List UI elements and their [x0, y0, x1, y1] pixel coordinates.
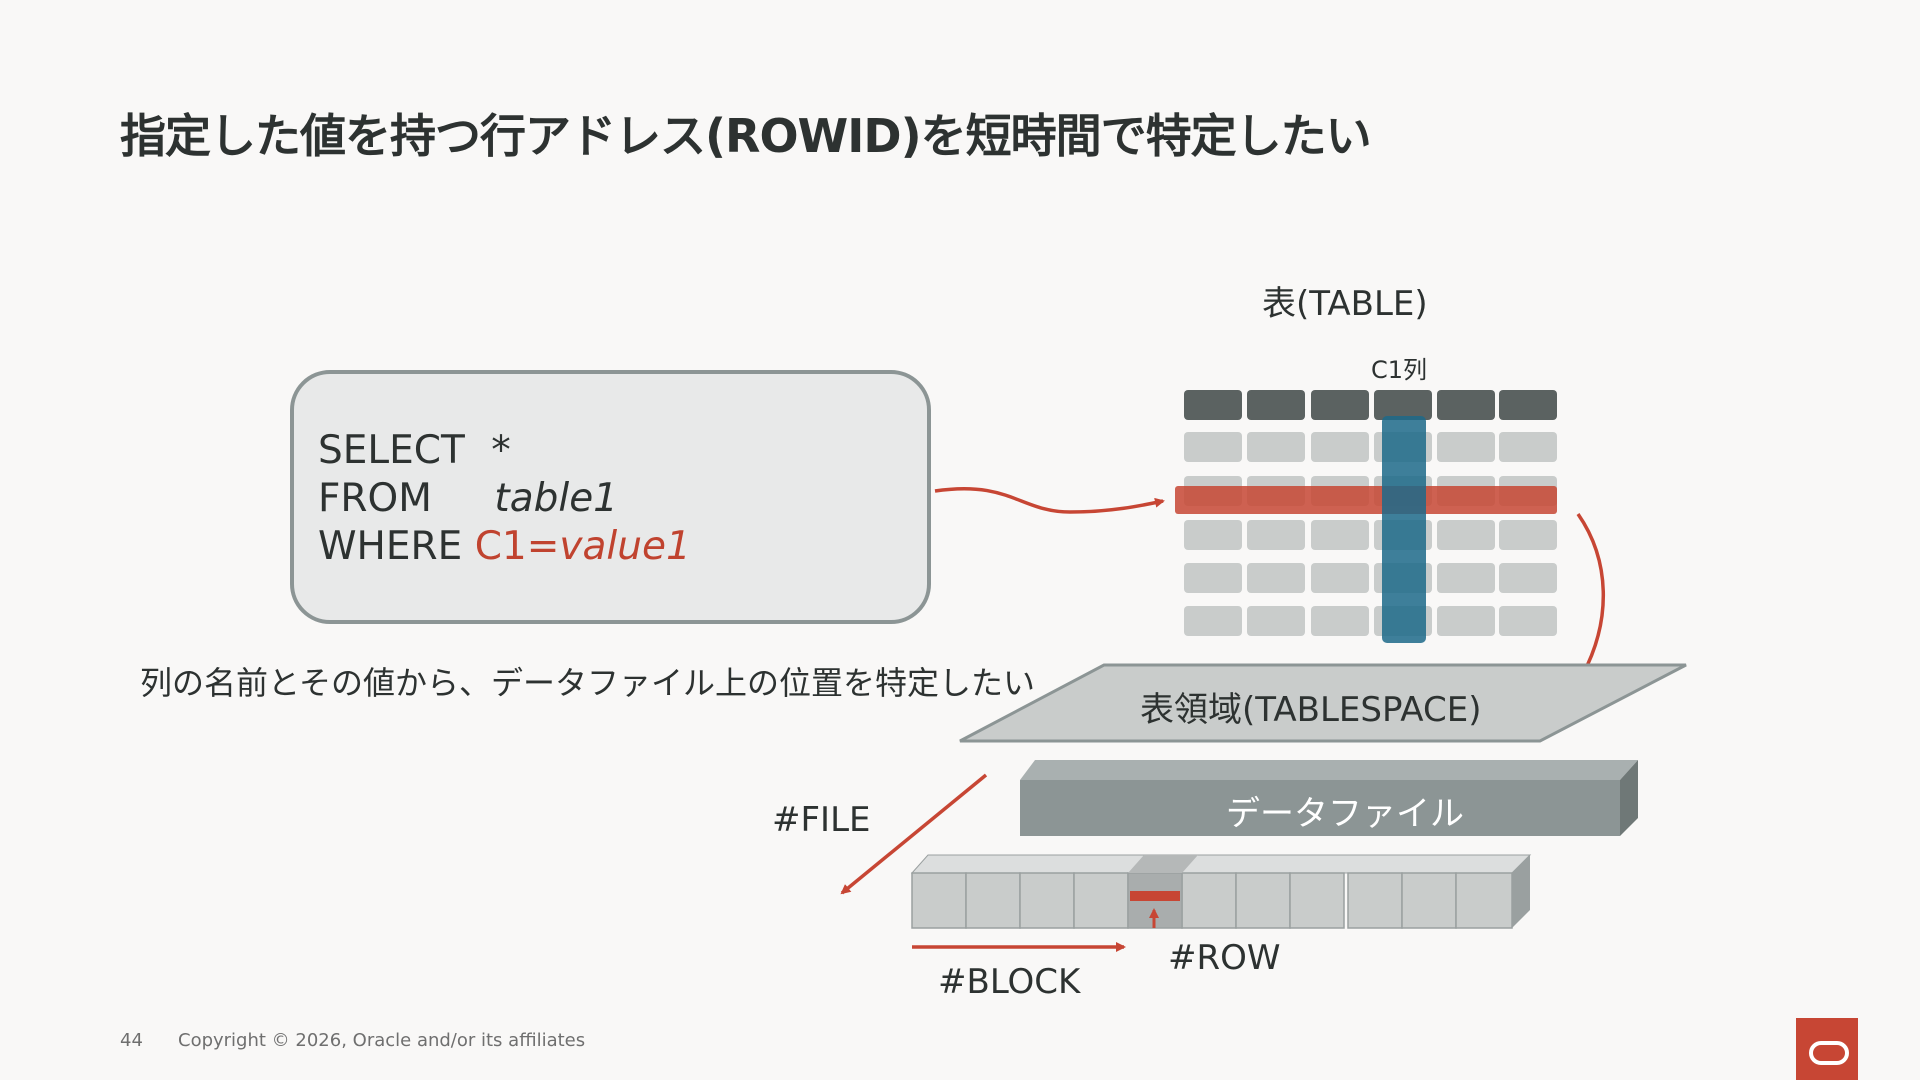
page-number: 44: [120, 1030, 143, 1051]
highlighted-row-bar: [1175, 486, 1557, 514]
sql-line-select: SELECT *: [318, 428, 511, 473]
datafile-label: データファイル: [1226, 794, 1464, 834]
sql-from-keyword: FROM: [318, 476, 432, 521]
sql-query-box: [290, 370, 931, 624]
row-label: #ROW: [1168, 938, 1281, 978]
sql-select-keyword: SELECT: [318, 428, 465, 473]
file-label: #FILE: [772, 800, 871, 840]
oracle-logo-icon: [1809, 1041, 1849, 1065]
block-label: #BLOCK: [938, 962, 1081, 1002]
sql-where-column: C1=: [474, 524, 560, 569]
file-arrow: [840, 773, 988, 895]
sql-where-value: value1: [559, 524, 691, 569]
sql-select-value: *: [491, 428, 511, 473]
caption-text: 列の名前とその値から、データファイル上の位置を特定したい: [140, 664, 1036, 702]
datafile-box: [1020, 760, 1638, 836]
sql-line-from: FROM table1: [318, 476, 618, 521]
c1-column-bar: [1382, 416, 1426, 643]
slide-title: 指定した値を持つ行アドレス(ROWID)を短時間で特定したい: [120, 109, 1372, 163]
copyright-text: Copyright © 2026, Oracle and/or its affi…: [178, 1030, 586, 1051]
c1-column-label: C1列: [1371, 356, 1428, 384]
table-label: 表(TABLE): [1262, 284, 1428, 324]
table-body-cells: [1184, 432, 1557, 636]
table-grid: [1175, 390, 1557, 643]
sql-line-where: WHERE C1=value1: [318, 524, 691, 569]
sql-where-keyword: WHERE: [318, 524, 463, 569]
sql-from-table: table1: [494, 476, 618, 521]
tablespace-plane: [959, 663, 1687, 743]
oracle-logo: [1796, 1018, 1858, 1080]
tablespace-label: 表領域(TABLESPACE): [1140, 690, 1482, 730]
sql-to-table-arrow: [934, 486, 1165, 514]
target-row-marker: [1130, 891, 1180, 901]
table-header-row: [1184, 390, 1557, 420]
table-to-tablespace-arrow: [1576, 513, 1605, 678]
block-row: [910, 854, 1532, 929]
